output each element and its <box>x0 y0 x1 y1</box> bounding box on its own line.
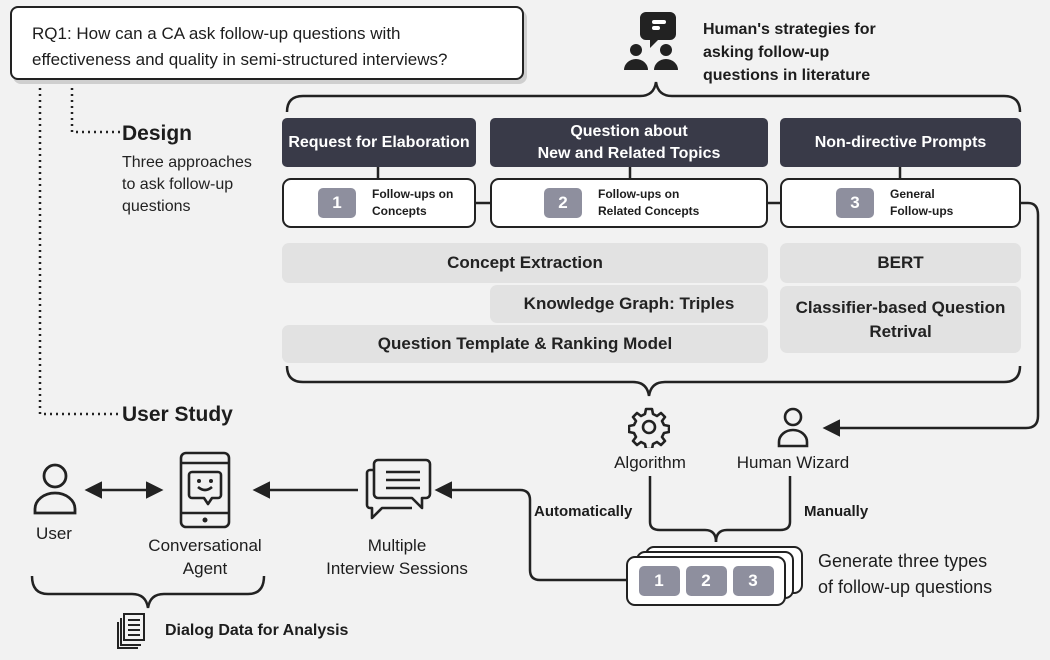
question-template-box: Question Template & Ranking Model <box>282 325 768 363</box>
approach-label: Follow-ups on Concepts <box>372 187 454 218</box>
rq-line2: effectiveness and quality in semi-struct… <box>32 50 448 69</box>
strategy-new-related-topics: Question about New and Related Topics <box>490 118 768 167</box>
approach-label: General Follow-ups <box>890 187 954 218</box>
automatically-label: Automatically <box>534 503 633 520</box>
human-strategies-label: Human's strategies for asking follow-up … <box>703 21 876 84</box>
generate-label: Generate three types of follow-up questi… <box>818 551 993 597</box>
strategy-non-directive: Non-directive Prompts <box>780 118 1021 167</box>
approach-card-3: 3 General Follow-ups <box>780 178 1021 228</box>
bottom-brace <box>285 365 1022 397</box>
approach-number-badge: 3 <box>836 188 874 218</box>
gear-icon <box>628 407 670 448</box>
approach-number-badge: 2 <box>544 188 582 218</box>
generated-questions-stack: 1 2 3 <box>626 556 786 606</box>
user-icon <box>33 463 77 515</box>
wizard-arrow <box>822 201 1040 437</box>
design-dotted-connector <box>70 82 120 134</box>
knowledge-graph-box: Knowledge Graph: Triples <box>490 285 768 323</box>
generate-to-sessions-arrow <box>434 481 626 582</box>
interview-sessions-label: Multiple Interview Sessions <box>326 536 468 578</box>
top-brace <box>285 81 1022 113</box>
wizard-to-generate <box>714 476 792 543</box>
generated-type-1: 1 <box>638 566 680 596</box>
approach-card-2: 2 Follow-ups on Related Concepts <box>490 178 768 228</box>
manually-label: Manually <box>804 503 869 520</box>
classifier-box: Classifier-based Question Retrival <box>780 286 1021 353</box>
dialog-data-label: Dialog Data for Analysis <box>165 622 349 639</box>
human-wizard-label: Human Wizard <box>736 453 850 472</box>
document-stack-icon <box>117 613 145 649</box>
conversational-agent-label: Conversational Agent <box>148 536 262 578</box>
approach-card-1: 1 Follow-ups on Concepts <box>282 178 476 228</box>
rq-line1: RQ1: How can a CA ask follow-up question… <box>32 24 401 43</box>
approach-number-badge: 1 <box>318 188 356 218</box>
smartphone-bot-icon <box>179 451 231 529</box>
chat-messages-icon <box>365 458 432 520</box>
strategy-request-elaboration: Request for Elaboration <box>282 118 476 167</box>
algorithm-to-generate <box>648 476 718 543</box>
research-question-box: RQ1: How can a CA ask follow-up question… <box>10 6 524 80</box>
design-description: Three approaches to ask follow-up questi… <box>122 154 252 215</box>
algorithm-label: Algorithm <box>614 453 686 472</box>
bert-box: BERT <box>780 243 1021 283</box>
user-label: User <box>36 524 72 543</box>
concept-extraction-box: Concept Extraction <box>282 243 768 283</box>
approach-label: Follow-ups on Related Concepts <box>598 187 700 218</box>
userstudy-dotted-connector <box>38 82 120 416</box>
person-icon <box>777 407 809 448</box>
people-chat-icon <box>624 12 678 70</box>
dialog-brace <box>30 575 266 609</box>
design-title: Design <box>122 122 193 145</box>
generated-type-3: 3 <box>732 566 774 596</box>
user-study-title: User Study <box>122 403 233 426</box>
generated-type-2: 2 <box>685 566 727 596</box>
